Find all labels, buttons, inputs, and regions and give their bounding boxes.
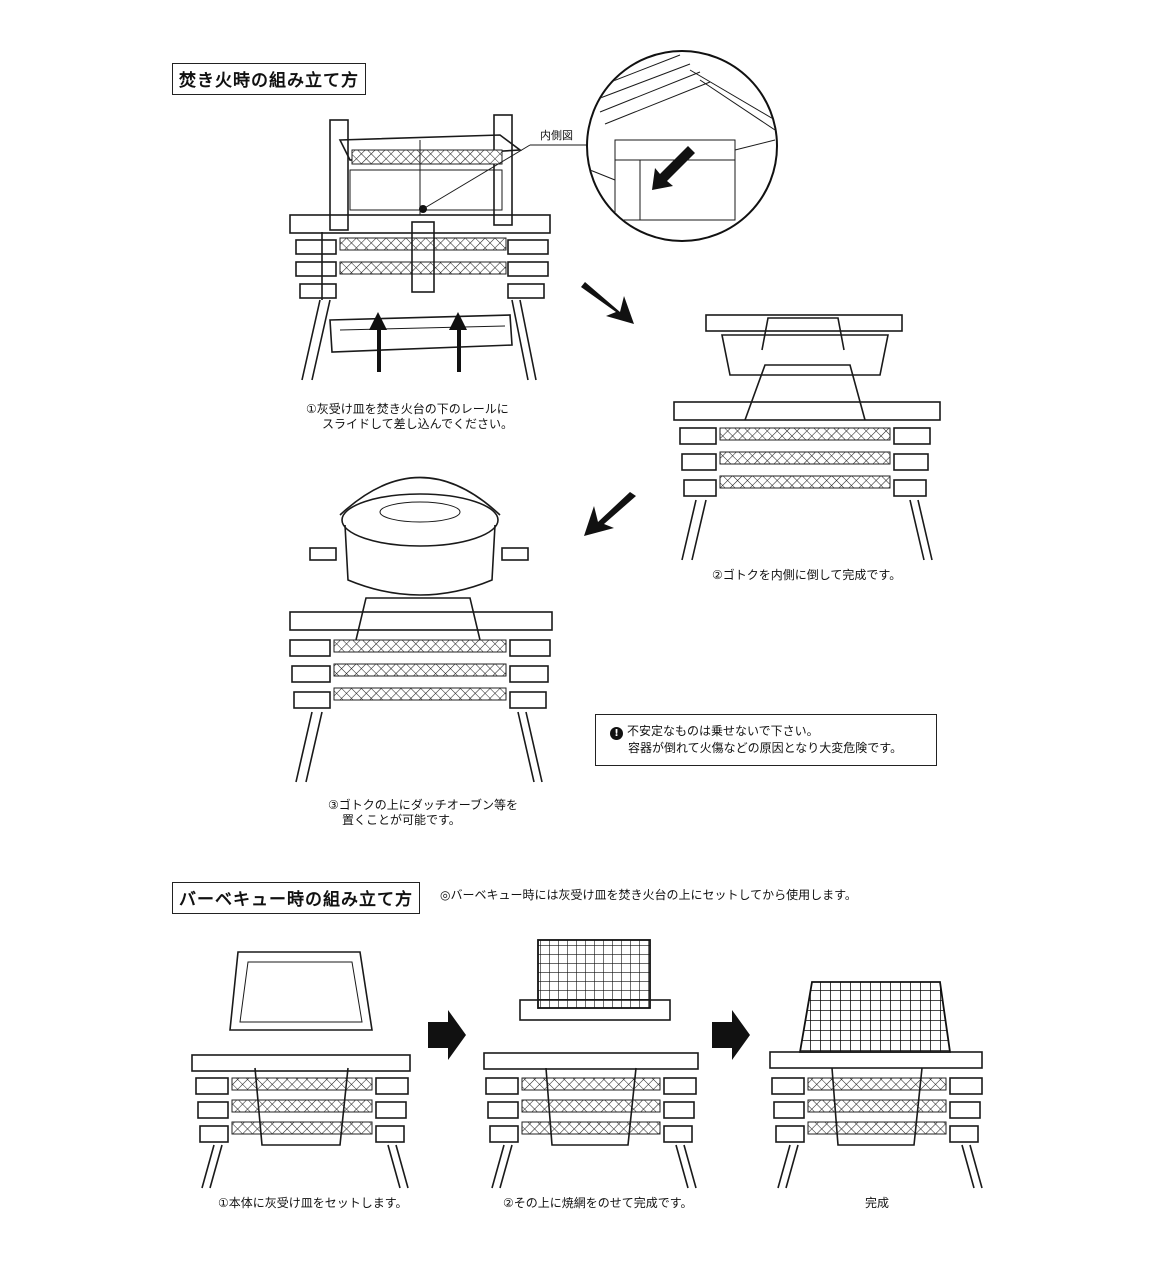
warning-text: 不安定なものは乗せないで下さい。 [627,724,819,738]
bbq-note: ◎バーベキュー時には灰受け皿を焚き火台の上にセットしてから使用します。 [440,888,857,902]
warning-box: ! 不安定なものは乗せないで下さい。 容器が倒れて火傷などの原因となり大変危険です… [595,714,937,766]
bonfire-step2-caption: ②ゴトクを内側に倒して完成です。 [712,568,902,582]
figure-bbq-step1 [191,951,411,1189]
figure-bbq-step3 [769,981,983,1189]
section-title-bonfire: 焚き火時の組み立て方 [172,63,366,95]
inside-view-label: 内側図 [540,129,573,142]
bbq-step1-caption: ①本体に灰受け皿をセットします。 [218,1196,408,1210]
bbq-step3-caption: 完成 [865,1196,890,1210]
caption-line: ③ゴトクの上にダッチオーブン等を [328,798,519,812]
bbq-step2-caption: ②その上に焼網をのせて完成です。 [503,1196,693,1210]
arrow-icon [584,492,636,536]
caption-line: スライドして差し込んでください。 [322,417,514,431]
figure-bonfire-step3 [289,476,553,783]
section-title-bbq: バーベキュー時の組み立て方 [172,882,420,914]
warning-line: ! 不安定なものは乗せないで下さい。 [610,723,922,740]
caption-line: 置くことが可能です。 [342,813,461,827]
arrow-icon [712,1010,750,1060]
bonfire-step1-caption: ①灰受け皿を焚き火台の下のレールに スライドして差し込んでください。 [306,402,513,432]
figure-bonfire-step2 [673,314,941,561]
caption-line: ①灰受け皿を焚き火台の下のレールに [306,402,509,416]
warning-icon: ! [610,727,623,740]
figure-inside-zoom [586,50,778,242]
bonfire-step3-caption: ③ゴトクの上にダッチオーブン等を 置くことが可能です。 [328,798,518,828]
arrow-icon [581,282,634,324]
figure-bonfire-step1 [289,114,590,381]
arrow-icon [428,1010,466,1060]
figure-bbq-step2 [483,939,699,1189]
warning-line: 容器が倒れて火傷などの原因となり大変危険です。 [628,741,903,755]
